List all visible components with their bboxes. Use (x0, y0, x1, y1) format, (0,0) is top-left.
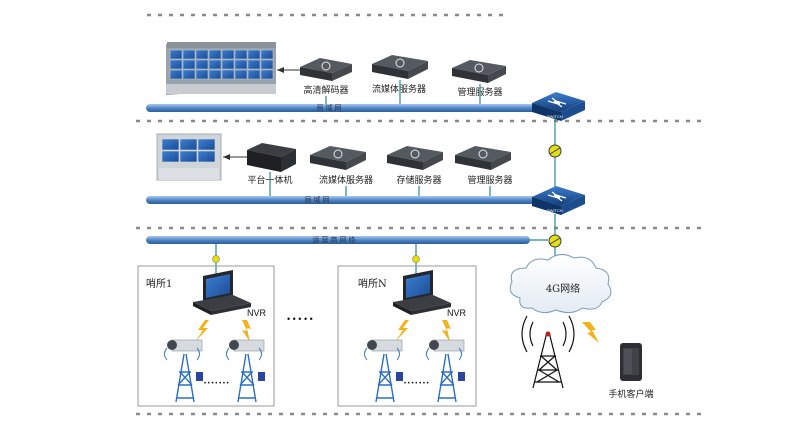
video-wall-icon (166, 42, 276, 95)
ellipsis-cameras-1: • • • • • • • (204, 381, 229, 387)
connector-icon (548, 144, 562, 158)
lan-bus-1 (146, 104, 538, 112)
label-sentry-1: 哨所1 (146, 277, 172, 290)
lightning-icon (442, 320, 451, 342)
label-mobile-client: 手机客户端 (608, 388, 653, 400)
label-lan-bus-1: 局域网 (317, 103, 344, 112)
mobile-phone-icon (620, 343, 642, 381)
lightning-icon (395, 320, 409, 342)
label-management-server-2: 管理服务器 (467, 174, 512, 186)
nvr-laptop-icon (193, 270, 251, 315)
label-switch-1: SWITCH (547, 114, 563, 119)
management-server-icon (452, 60, 506, 83)
label-nvr-1: NVR (247, 308, 267, 318)
label-stream-server-2: 流媒体服务器 (319, 174, 373, 186)
management-server-icon (455, 146, 511, 170)
switch-icon (532, 186, 585, 215)
ellipsis-cameras-n: • • • • • • • (404, 381, 429, 387)
sentry-box-1 (137, 265, 275, 407)
label-sentry-n: 哨所N (358, 277, 387, 290)
storage-server-icon (387, 146, 443, 170)
nvr-laptop-icon (393, 270, 451, 315)
stream-server-icon (372, 55, 428, 79)
label-switch-2: SWITCH (547, 208, 563, 213)
lan-bus-2 (146, 196, 538, 204)
camera-tower-icon (364, 339, 403, 403)
camera-tower-icon (426, 339, 465, 403)
lightning-icon (242, 320, 251, 342)
camera-tower-icon (226, 339, 265, 403)
label-nvr-n: NVR (447, 308, 467, 318)
stream-server-icon (310, 146, 366, 170)
label-carrier-network-bus: 运营商网络 (313, 235, 358, 244)
label-lan-bus-2: 局域网 (305, 195, 332, 204)
cloud-icon (509, 254, 612, 314)
monitor-wall-icon (156, 133, 222, 181)
label-4g-network: 4G网络 (546, 282, 580, 295)
lightning-icon (195, 320, 209, 342)
connector-dot-icon (412, 255, 420, 263)
label-storage-server: 存储服务器 (396, 174, 441, 186)
carrier-network-bus (146, 236, 530, 244)
radio-tower-icon (521, 315, 575, 389)
ellipsis-sentries: • • • • • (287, 314, 313, 324)
lightning-icon (582, 322, 599, 343)
camera-tower-icon (164, 339, 203, 403)
decoder-device-icon (300, 58, 352, 81)
separator-lines (136, 13, 705, 416)
label-decoder: 高清解码器 (303, 84, 348, 96)
sentry-box-n (337, 265, 477, 407)
label-stream-server-1: 流媒体服务器 (372, 83, 426, 95)
platform-machine-icon (247, 143, 296, 172)
connector-dot-icon (212, 255, 220, 263)
switch-icon (532, 92, 585, 121)
connector-icon (548, 234, 562, 248)
